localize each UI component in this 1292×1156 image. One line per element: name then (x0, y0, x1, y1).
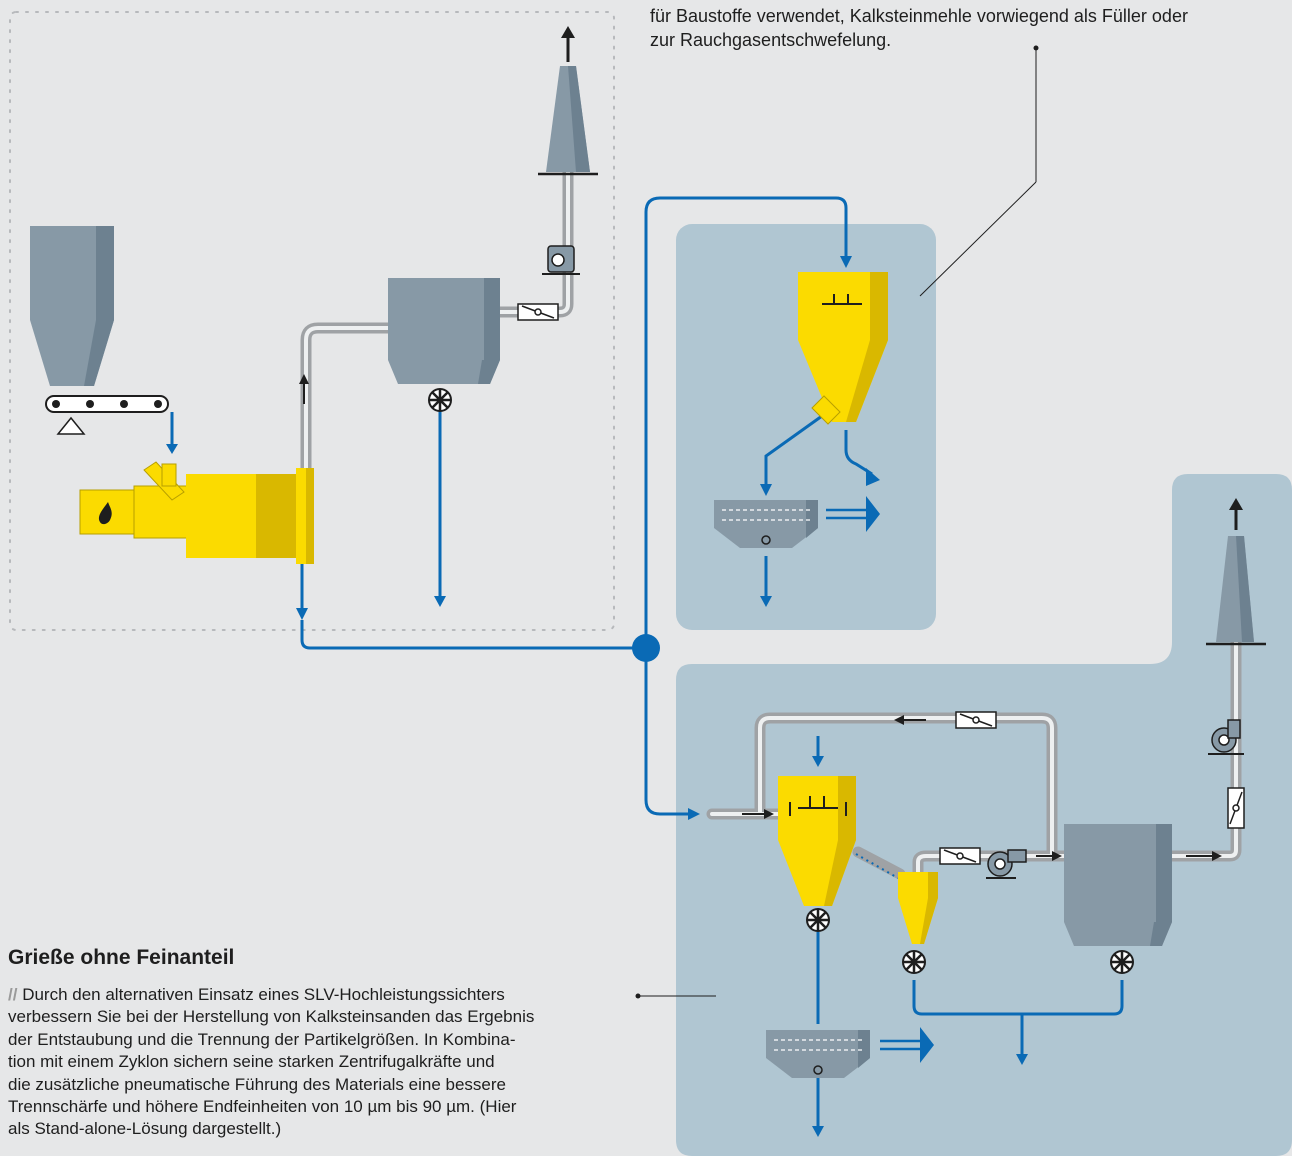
body-line-text: Durch den alternativen Einsatz eines SLV… (22, 985, 505, 1004)
bag-filter-2 (1064, 824, 1172, 946)
section-body: // Durch den alternativen Einsatz eines … (8, 984, 648, 1141)
body-line: Trennschärfe und höhere Endfeinheiten vo… (8, 1097, 517, 1117)
chimney-stack (538, 26, 598, 176)
intro-text: für Baustoffe verwendet, Kalksteinmehle … (650, 4, 1290, 52)
cyclone (898, 872, 938, 944)
intro-text-line: für Baustoffe verwendet, Kalksteinmehle … (650, 6, 1188, 26)
fan-icon (542, 245, 580, 275)
sichter-panel (676, 474, 1292, 1156)
fan-icon (986, 849, 1027, 879)
screen-top (714, 500, 818, 548)
body-line: der Entstaubung und die Trennung der Par… (8, 1029, 516, 1049)
chimney-stack-2 (1206, 498, 1266, 646)
body-line: // Durch den alternativen Einsatz eines … (8, 984, 648, 1006)
fan-icon (1208, 719, 1244, 755)
drying-section-frame (9, 11, 615, 631)
intro-text-line: zur Rauchgasentschwefelung. (650, 30, 892, 50)
exhaust-arrow-icon (561, 26, 575, 38)
damper-icon (1227, 787, 1245, 829)
body-line: als Stand-alone-Lösung dargestellt.) (8, 1119, 282, 1139)
slashes-prefix: // (8, 985, 18, 1004)
cyclone-link-pipe (852, 846, 906, 880)
rotary-valve-icon (902, 950, 926, 974)
body-line: tion mit einem Zyklon sichern seine star… (8, 1052, 495, 1072)
scale-triangle-icon (56, 416, 86, 435)
flame-icon (98, 502, 112, 525)
feed-silo (30, 226, 114, 386)
material-flow-lines (170, 196, 1124, 1128)
rotary-valve-icon (428, 388, 452, 412)
bag-filter (388, 278, 500, 384)
flow-arrowheads (166, 256, 1028, 1137)
callout-line-top (919, 181, 1037, 297)
slv-sichter (778, 776, 856, 906)
classifier (798, 272, 888, 425)
belt-conveyor (45, 395, 169, 435)
damper-icon (955, 711, 997, 729)
damper-icon (517, 303, 559, 321)
damper-icon (939, 847, 981, 865)
rotary-valve-icon (1110, 950, 1134, 974)
rotary-valve-icon (806, 908, 830, 932)
dryer-exhaust-pipe (300, 322, 394, 478)
exhaust-arrow-icon (1229, 498, 1243, 510)
filter-exhaust-pipe (494, 164, 574, 318)
body-line: verbessern Sie bei der Herstellung von K… (8, 1007, 535, 1027)
section-heading: Grieße ohne Feinanteil (8, 946, 235, 969)
screen-bottom (766, 1030, 870, 1078)
rotary-dryer (79, 461, 314, 564)
body-line: die zusätzliche pneumatische Führung des… (8, 1074, 506, 1094)
junction-node (632, 634, 660, 662)
